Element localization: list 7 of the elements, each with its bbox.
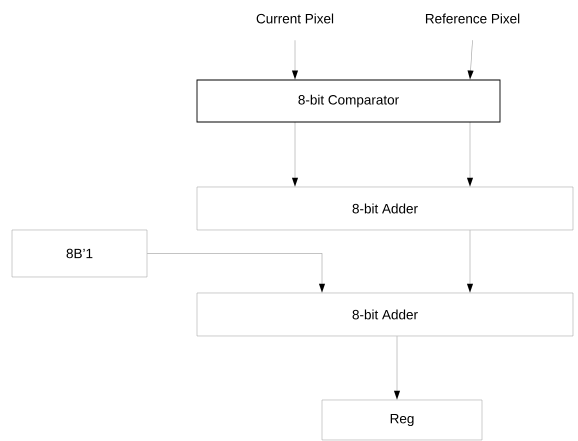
process-box: 8-bit Adder [196, 292, 574, 336]
process-box: Reg [322, 400, 482, 440]
input-label: Current Pixel [256, 14, 334, 24]
comparator-box: 8-bit Comparator [196, 80, 500, 122]
process-box: 8B’1 [12, 230, 148, 278]
process-box: 8-bit Adder [196, 186, 574, 230]
input-label: Reference Pixel [426, 14, 520, 24]
